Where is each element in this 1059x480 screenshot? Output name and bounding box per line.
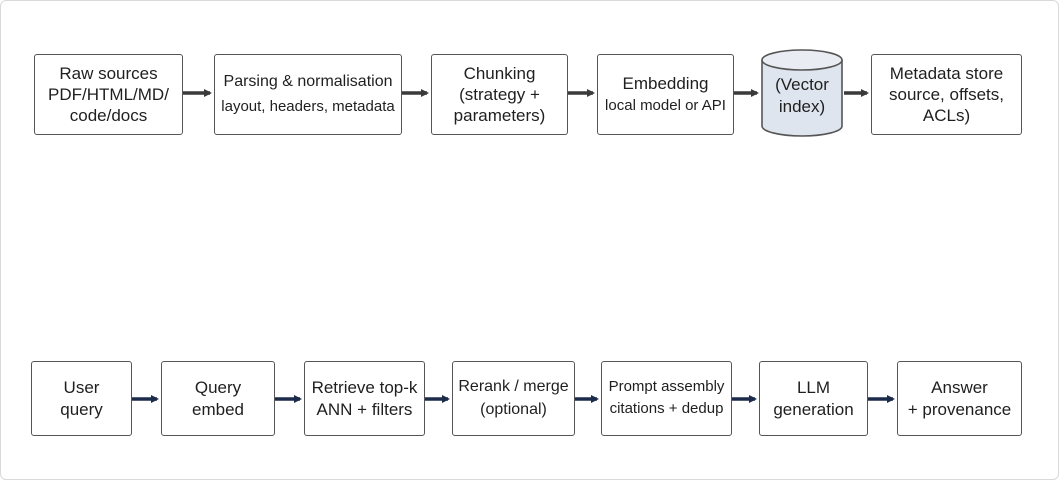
node-rerank-line: Rerank / merge [458,378,569,395]
node-chunking-line: Chunking [463,63,536,83]
node-parsing: Parsing & normalisation layout, headers,… [214,54,402,135]
node-retrieve: Retrieve top-k ANN + filters [304,361,425,436]
node-metadata-store-line: Metadata store [889,63,1004,83]
database-cylinder-icon [761,49,843,137]
node-vector-index-line: (Vector [775,74,829,94]
node-raw-sources-line: code/docs [69,106,148,126]
node-embedding: Embedding local model or API [597,54,734,135]
node-query-embed: Query embed [161,361,275,436]
node-chunking-line: (strategy + [459,84,540,104]
node-parsing-title: Parsing & normalisation [223,73,393,91]
node-chunking: Chunking (strategy + parameters) [431,54,568,135]
node-raw-sources-line: Raw sources [59,63,158,83]
node-answer-line: Answer [931,378,988,398]
node-llm-generation-line: generation [773,399,854,419]
node-raw-sources-line: PDF/HTML/MD/ [48,84,169,104]
node-answer: Answer + provenance [897,361,1022,436]
node-prompt-assembly: Prompt assembly citations + dedup [601,361,732,436]
node-parsing-subtitle: layout, headers, metadata [221,98,395,116]
node-metadata-store-line: source, offsets, [889,84,1004,104]
node-retrieve-line: ANN + filters [316,399,413,419]
node-embedding-title: Embedding [622,74,709,93]
node-query-embed-line: Query [194,378,242,398]
node-chunking-line: parameters) [453,106,546,126]
node-llm-generation-line: LLM [796,378,831,398]
node-user-query-line: query [60,399,103,419]
node-user-query: User query [31,361,132,436]
node-embedding-subtitle: local model or API [605,97,726,115]
node-retrieve-line: Retrieve top-k [311,378,418,398]
node-user-query-line: User [63,378,100,398]
node-vector-index-line: index) [778,97,826,116]
node-raw-sources: Raw sources PDF/HTML/MD/ code/docs [34,54,183,135]
node-vector-index: (Vector index) [760,48,844,138]
node-query-embed-line: embed [192,399,244,419]
node-metadata-store: Metadata store source, offsets, ACLs) [871,54,1022,135]
node-rerank: Rerank / merge (optional) [452,361,575,436]
node-prompt-assembly-subtitle: citations + dedup [609,400,724,417]
node-prompt-assembly-title: Prompt assembly [608,378,725,396]
node-metadata-store-line: ACLs) [922,106,971,126]
node-llm-generation: LLM generation [759,361,868,436]
node-rerank-line: (optional) [480,401,547,418]
node-answer-line: + provenance [907,399,1012,419]
